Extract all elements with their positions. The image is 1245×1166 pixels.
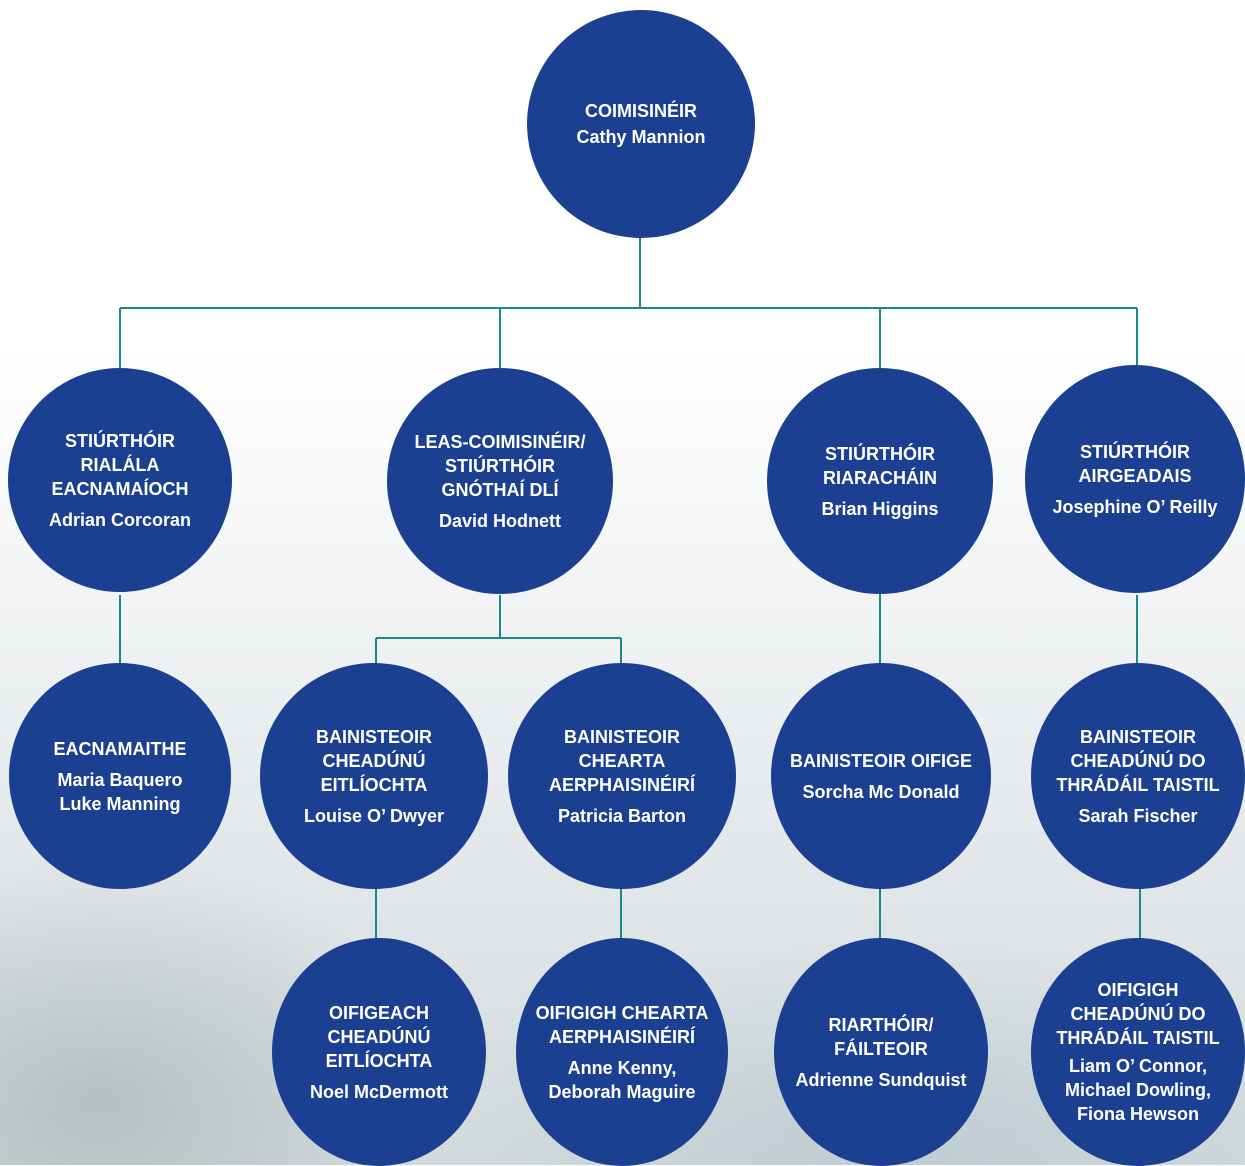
node-role: OIFIGIGH CHEADÚNÚ DO THRÁDÁIL TAISTIL [1056, 980, 1220, 1048]
node-admin-director: STIÚRTHÓIR RIARACHÁIN Brian Higgins [767, 368, 993, 594]
node-role: BAINISTEOIR CHEADÚNÚ EITLÍOCHTA [315, 726, 432, 795]
node-role: OIFIGEACH CHEADÚNÚ EITLÍOCHTA [325, 1002, 433, 1071]
node-person: David Hodnett [438, 510, 561, 531]
node-person: Adrienne Sundquist [795, 1069, 967, 1090]
node-person: Sorcha Mc Donald [802, 781, 960, 802]
node-aviation-licensing-manager: BAINISTEOIR CHEADÚNÚ EITLÍOCHTA Louise O… [260, 663, 488, 889]
node-person: Noel McDermott [309, 1081, 448, 1102]
node-role: BAINISTEOIR CHEADÚNÚ DO THRÁDÁIL TAISTIL [1056, 726, 1220, 795]
node-economists: EACNAMAITHE Maria Baquero Luke Manning [9, 663, 231, 889]
node-finance-director: STIÚRTHÓIR AIRGEADAIS Josephine O’ Reill… [1025, 365, 1245, 593]
node-role: OIFIGIGH CHEARTA AERPHAISINÉIRÍ [535, 1002, 709, 1047]
node-passenger-rights-manager: BAINISTEOIR CHEARTA AERPHAISINÉIRÍ Patri… [508, 663, 736, 889]
node-person: Anne Kenny, Deborah Maguire [548, 1057, 696, 1102]
node-deputy-commissioner: LEAS-COIMISINÉIR/ STIÚRTHÓIR GNÓTHAÍ DLÍ… [387, 368, 613, 594]
node-person: Louise O’ Dwyer [303, 805, 445, 826]
node-travel-trade-officers: OIFIGIGH CHEADÚNÚ DO THRÁDÁIL TAISTIL Li… [1031, 938, 1245, 1166]
node-secretary-receptionist: RIARTHÓIR/ FÁILTEOIR Adrienne Sundquist [774, 938, 988, 1166]
node-role: RIARTHÓIR/ FÁILTEOIR [828, 1014, 934, 1059]
node-travel-trade-manager: BAINISTEOIR CHEADÚNÚ DO THRÁDÁIL TAISTIL… [1031, 663, 1245, 889]
node-person: Adrian Corcoran [48, 509, 192, 530]
node-office-manager: BAINISTEOIR OIFIGE Sorcha Mc Donald [771, 663, 991, 889]
node-person: Maria Baquero Luke Manning [57, 769, 183, 814]
node-econ-director: STIÚRTHÓIR RIALÁLA EACNAMAÍOCH Adrian Co… [8, 368, 232, 592]
node-role: BAINISTEOIR CHEARTA AERPHAISINÉIRÍ [548, 726, 696, 795]
node-commissioner: COIMISINÉIR Cathy Mannion [527, 10, 755, 238]
node-person: Liam O’ Connor, Michael Dowling, Fiona H… [1064, 1056, 1211, 1124]
node-role: EACNAMAITHE [53, 738, 187, 759]
node-person: Josephine O’ Reilly [1052, 496, 1218, 517]
node-person: Sarah Fischer [1078, 805, 1198, 826]
node-role: STIÚRTHÓIR AIRGEADAIS [1078, 441, 1192, 486]
node-person: Patricia Barton [557, 805, 687, 826]
node-role: COIMISINÉIR [584, 101, 697, 121]
node-person: Brian Higgins [821, 498, 939, 519]
node-role: STIÚRTHÓIR RIARACHÁIN [823, 443, 937, 488]
node-role: LEAS-COIMISINÉIR/ STIÚRTHÓIR GNÓTHAÍ DLÍ [414, 431, 586, 500]
node-role: BAINISTEOIR OIFIGE [789, 750, 972, 771]
node-passenger-rights-officers: OIFIGIGH CHEARTA AERPHAISINÉIRÍ Anne Ken… [516, 938, 728, 1166]
node-aviation-licensing-officer: OIFIGEACH CHEADÚNÚ EITLÍOCHTA Noel McDer… [272, 938, 486, 1166]
node-person: Cathy Mannion [576, 127, 706, 147]
node-role: STIÚRTHÓIR RIALÁLA EACNAMAÍOCH [51, 430, 189, 499]
